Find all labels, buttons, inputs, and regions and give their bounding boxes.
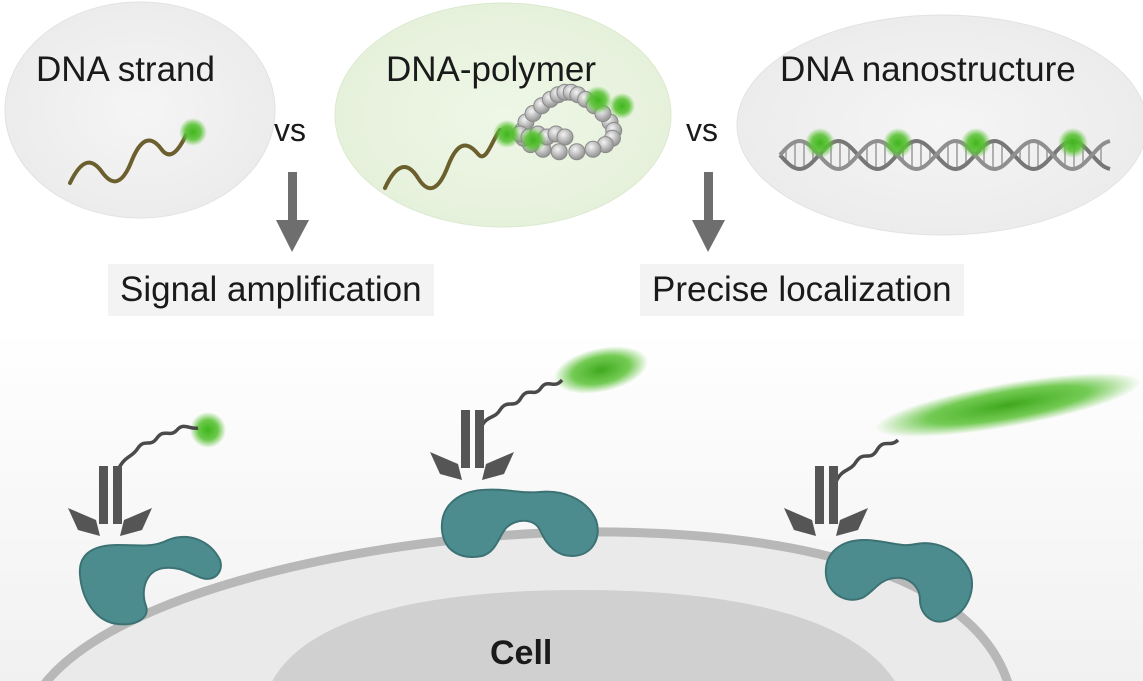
vs-label-right: vs (686, 112, 718, 148)
result-precise-localization: Precise localization (640, 264, 964, 316)
receptor-protein-right (824, 538, 973, 623)
polymer-bead (568, 143, 586, 161)
dna-strand-wire (68, 133, 188, 185)
vs-label-left: vs (274, 112, 306, 148)
fluorescence-cloud (553, 346, 649, 394)
antibody-right (784, 466, 868, 536)
panel-dna-nanostructure (736, 14, 1143, 236)
panel-dna-strand (4, 1, 276, 219)
fluorophore-dot (584, 86, 612, 114)
fluorophore-dot (190, 412, 226, 448)
helix-backbone (778, 138, 1111, 172)
receptor-protein-middle (440, 488, 599, 558)
cell-label: Cell (490, 634, 553, 672)
antibody-middle (430, 410, 514, 480)
antibody-left (68, 466, 152, 536)
down-arrow-left (276, 172, 309, 252)
fluorophore-dot (1058, 128, 1088, 158)
antibody-dna-wire (116, 424, 199, 471)
fluorophore-dot (493, 120, 521, 148)
fluorescence-cloud-elongated (874, 373, 1142, 437)
receptor-protein-left (78, 535, 222, 626)
result-signal-amplification: Signal amplification (108, 264, 434, 316)
polymer-strand-wire (383, 128, 502, 191)
cell-nucleus (272, 590, 895, 681)
title-dna-polymer: DNA-polymer (386, 50, 597, 89)
fluorophore-dot (520, 127, 546, 153)
fluorophore-dot (961, 128, 991, 158)
polymer-bead (550, 143, 568, 161)
down-arrow-right (692, 172, 725, 252)
antibody-dna-wire (834, 438, 900, 483)
antibody-dna-wire (478, 378, 564, 431)
panel-dna-polymer (334, 2, 672, 228)
fluorophore-dot (805, 128, 835, 158)
title-dna-strand: DNA strand (36, 50, 215, 89)
polymer-bead (584, 140, 602, 158)
helix-backbone (778, 138, 1111, 172)
fluorophore-dot (179, 118, 207, 146)
fluorophore-dot (609, 93, 635, 119)
fluorophore-dot (883, 128, 913, 158)
title-dna-nanostructure: DNA nanostructure (780, 50, 1076, 89)
polymer-bead (556, 128, 574, 146)
